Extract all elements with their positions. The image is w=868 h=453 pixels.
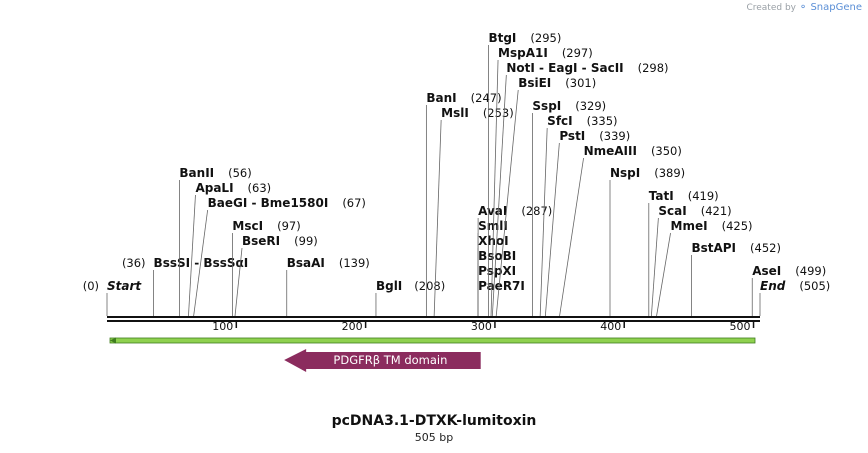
site-position-label: (505): [799, 279, 830, 293]
orf-arrow-head: [110, 337, 116, 344]
site-position-label: (297): [562, 46, 593, 60]
ruler-tick-label: 400: [600, 320, 621, 333]
site-position-label: (63): [248, 181, 272, 195]
site-position-label: (56): [228, 166, 252, 180]
site-name-label: MspA1I: [498, 46, 548, 60]
site-name-label: NmeAIII: [584, 144, 637, 158]
site-leader-line: [490, 59, 499, 317]
site-leader-line: [495, 89, 519, 317]
site-name-label: SspI: [532, 99, 561, 113]
site-leader-line: [544, 142, 560, 317]
site-position-label: (339): [599, 129, 630, 143]
site-position-label: (97): [277, 219, 301, 233]
site-name-label: BsoBI: [478, 249, 516, 263]
site-leader-line: [234, 247, 243, 317]
snapgene-credit: Created by ⚬ SnapGene: [746, 2, 862, 13]
site-position-label: (499): [795, 264, 826, 278]
ruler-tick-label: 200: [342, 320, 363, 333]
site-name-label: AseI: [752, 264, 781, 278]
site-position-label: (419): [688, 189, 719, 203]
site-name-label: BsiEI: [518, 76, 551, 90]
site-position-label: (295): [530, 31, 561, 45]
site-position-label: (67): [342, 196, 366, 210]
snapgene-logo: ⚬ SnapGene: [798, 2, 862, 13]
site-name-label: AvaI: [478, 204, 507, 218]
ruler-tick-label: 500: [730, 320, 751, 333]
site-position-label: (36): [122, 256, 146, 270]
site-leader-line: [188, 194, 196, 317]
site-leader-line: [491, 74, 507, 317]
feature-arrow: [284, 349, 481, 372]
site-name-label: ApaLI: [195, 181, 233, 195]
site-position-label: (99): [294, 234, 318, 248]
site-position-label: (301): [565, 76, 596, 90]
site-name-label: NotI - EagI - SacII: [506, 61, 623, 75]
site-name-label: BseRI: [242, 234, 280, 248]
ruler-tick-label: 300: [471, 320, 492, 333]
site-name-label: PspXI: [478, 264, 516, 278]
site-name-label: SfcI: [547, 114, 572, 128]
site-position-label: (425): [722, 219, 753, 233]
site-name-label: TatI: [649, 189, 674, 203]
orf-bar: [109, 337, 756, 344]
site-name-label: BanII: [179, 166, 214, 180]
site-name-label: BsaAI: [287, 256, 325, 270]
site-name-label: BstAPI: [691, 241, 736, 255]
site-position-label: (298): [638, 61, 669, 75]
site-name-label: ScaI: [658, 204, 686, 218]
site-name-label: MmeI: [671, 219, 708, 233]
site-position-label: (329): [575, 99, 606, 113]
site-name-label: Start: [107, 279, 142, 293]
site-name-label: End: [760, 279, 786, 293]
map-length: 505 bp: [414, 431, 454, 444]
credit-prefix: Created by: [746, 3, 796, 13]
site-name-label: SmlI: [478, 219, 508, 233]
site-leader-line: [559, 157, 584, 317]
site-position-label: (350): [651, 144, 682, 158]
site-name-label: MscI: [232, 219, 263, 233]
map-title: pcDNA3.1-DTXK-lumitoxin: [331, 413, 537, 429]
site-position-label: (247): [471, 91, 502, 105]
site-position-label: (208): [414, 279, 445, 293]
site-name-label: PstI: [559, 129, 585, 143]
site-name-label: BaeGI - Bme1580I: [208, 196, 329, 210]
site-position-label: (253): [483, 106, 514, 120]
site-name-label: BanI: [426, 91, 456, 105]
site-name-label: MslI: [441, 106, 469, 120]
site-leader-line: [656, 232, 671, 317]
feature-label: PDGFRβ TM domain: [333, 353, 447, 367]
site-leader-line: [433, 119, 442, 317]
site-position-label: (0): [83, 279, 99, 293]
site-position-label: (452): [750, 241, 781, 255]
site-name-label: NspI: [610, 166, 640, 180]
credit-brand: SnapGene: [810, 2, 862, 13]
site-position-label: (287): [521, 204, 552, 218]
site-name-label: BtgI: [488, 31, 516, 45]
site-leader-line: [193, 209, 209, 317]
site-position-label: (335): [587, 114, 618, 128]
site-name-label: PaeR7I: [478, 279, 525, 293]
ruler-tick-label: 100: [212, 320, 233, 333]
site-name-label: BglI: [376, 279, 402, 293]
site-leader-line: [539, 127, 548, 317]
site-position-label: (139): [339, 256, 370, 270]
site-position-label: (421): [701, 204, 732, 218]
site-position-label: (389): [654, 166, 685, 180]
site-leader-line: [650, 217, 659, 317]
